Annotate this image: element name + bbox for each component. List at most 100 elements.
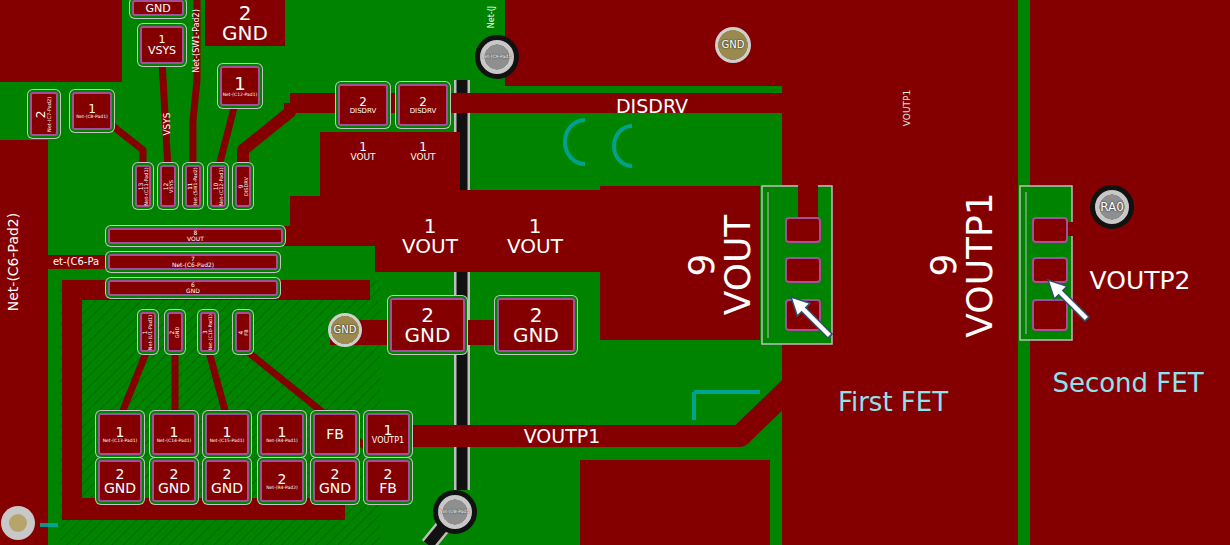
net-name: Net-(C7-Pad2) xyxy=(48,96,53,131)
callout-arrow xyxy=(1048,280,1089,321)
pin-number: 1 xyxy=(529,216,542,236)
text-stack: 2GND xyxy=(405,305,451,345)
pad: 2GND xyxy=(167,312,183,352)
via: RA0 xyxy=(1090,185,1134,229)
fet-pads xyxy=(786,218,1067,330)
pin-number: 9 xyxy=(684,254,720,277)
text-stack: GND xyxy=(334,325,357,335)
pin-number: 1 xyxy=(116,425,125,439)
pad: 2DISDRV xyxy=(398,84,448,126)
pad: 1Net-(U1-Pad1) xyxy=(140,312,156,352)
pad: 1VSYS xyxy=(140,26,184,64)
pad: 6GND xyxy=(108,280,278,296)
text-stack: 1Net-(C12-Pad1) xyxy=(223,75,258,98)
copper-traces xyxy=(120,348,148,418)
text-stack: 1VOUT xyxy=(402,216,458,256)
net-label: VSYS xyxy=(163,112,172,135)
copper-zone: 1VOUT xyxy=(490,205,580,267)
net-name: Net-(C8-Pad1) xyxy=(76,115,108,120)
text-stack: RA0 xyxy=(1100,201,1124,213)
pad: 2DISDRV xyxy=(338,84,388,126)
text-stack: 9VOUTP1 xyxy=(926,192,998,337)
copper-traces xyxy=(48,255,112,269)
pad: 1Net-(R4-Pad1) xyxy=(260,413,304,455)
net-name: FB xyxy=(326,427,344,441)
net-name: Net-(U8-Pad1) xyxy=(439,510,471,515)
text-stack: 1VSYS xyxy=(148,34,176,56)
text-stack: 12VSYS xyxy=(163,180,174,193)
pad: 2GND xyxy=(497,298,575,352)
fet-footprint xyxy=(1026,192,1027,334)
copper-pour xyxy=(62,280,370,520)
pin-number: 2 xyxy=(278,472,287,486)
pad: 13Net-(C11-Pad1) xyxy=(135,165,151,207)
text-stack: 11Net-(SW1-Pad2) xyxy=(188,167,198,205)
net-label: VOUTP1 xyxy=(524,427,601,446)
copper-pour xyxy=(0,0,122,82)
net-name: GND xyxy=(158,481,190,495)
net-name: GND xyxy=(176,326,181,337)
pin-number: 1 xyxy=(419,141,427,153)
net-label: DISDRV xyxy=(616,97,688,116)
copper-zone: 9VOUT xyxy=(670,190,770,340)
pad: 1Net-(C15-Pad1) xyxy=(205,413,249,455)
pad: GND xyxy=(132,0,184,16)
hatched-zone xyxy=(60,280,380,545)
pin-number: 2 xyxy=(223,467,232,481)
via: GND xyxy=(715,27,751,63)
pad: 9DISDRV xyxy=(235,165,251,207)
pin-number: 2 xyxy=(116,467,125,481)
text-stack: 1Net-(C13-Pad1) xyxy=(103,425,138,444)
silkscreen xyxy=(40,120,760,525)
net-name: VSYS xyxy=(169,180,174,193)
pad: FB xyxy=(313,413,357,455)
pad: 10Net-(C12-Pad1) xyxy=(210,165,226,207)
net-name: VOUT xyxy=(187,236,204,242)
net-name: Net-(R4-Pad1) xyxy=(266,439,298,444)
copper-traces xyxy=(172,348,179,418)
fet-footprint xyxy=(1020,186,1072,340)
text-stack: 1Net-(C15-Pad1) xyxy=(210,425,245,444)
text-stack: 13Net-(C11-Pad1) xyxy=(138,167,149,205)
callout-text: Second FET xyxy=(1052,370,1203,396)
text-stack: 2GND xyxy=(170,326,181,337)
net-name: GND xyxy=(186,288,200,294)
net-label: Net-(SW1-Pad2) xyxy=(193,9,201,73)
net-name: FB xyxy=(244,329,249,335)
pin-number: 2 xyxy=(239,3,252,23)
copper-zone: 1VOUT xyxy=(338,134,388,168)
net-name: VOUT xyxy=(402,236,458,256)
copper-pour xyxy=(580,460,770,545)
pin-number: 4 xyxy=(238,330,244,334)
pin-number: 9 xyxy=(926,254,962,277)
net-name: DISDRV xyxy=(244,177,249,196)
copper-pour xyxy=(0,140,48,545)
text-stack: 2Net-(R4-Pad2) xyxy=(266,472,298,491)
net-name: RA0 xyxy=(1100,201,1124,213)
copper-pour xyxy=(505,0,830,86)
net-name: DISDRV xyxy=(350,108,377,115)
text-stack: 2DISDRV xyxy=(410,96,437,115)
fet-pads xyxy=(1033,258,1067,282)
text-stack: 6GND xyxy=(186,282,200,294)
via: GND xyxy=(328,313,362,347)
pad: 1Net-(C13-Pad1) xyxy=(98,413,142,455)
net-name: VSYS xyxy=(148,45,176,56)
net-name: VOUT xyxy=(350,153,375,162)
net-name: FB xyxy=(379,481,397,495)
pin-number: 2 xyxy=(421,305,434,325)
pad: 7Net-(C6-Pad2) xyxy=(108,254,278,270)
pad: 2Net-(R4-Pad2) xyxy=(260,460,304,502)
net-label: VOUTP1 xyxy=(903,90,912,126)
pad: 4FB xyxy=(235,312,251,352)
net-name: VOUTP1 xyxy=(962,192,998,337)
callout-arrow xyxy=(791,297,832,338)
copper-zone: 1VOUT xyxy=(385,205,475,267)
pad: 2GND xyxy=(313,460,357,502)
pad: 11Net-(SW1-Pad2) xyxy=(185,165,201,207)
net-name: Net-(R4-Pad2) xyxy=(266,486,298,491)
pin-number: 10 xyxy=(213,182,219,190)
text-stack: 2DISDRV xyxy=(350,96,377,115)
text-stack: 9VOUT xyxy=(684,215,756,316)
pin-number: 1 xyxy=(234,75,245,93)
